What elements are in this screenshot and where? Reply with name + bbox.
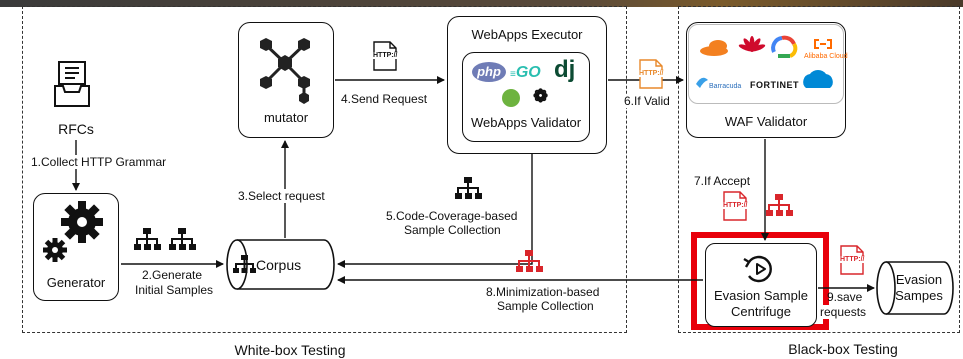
blackbox-label: Black-box Testing bbox=[788, 341, 898, 357]
evasion-label-2: Sampes bbox=[895, 288, 943, 303]
http-label-accept: HTTP:// bbox=[723, 202, 748, 209]
cloudflare-logo bbox=[700, 40, 728, 56]
http-label-save: HTTP:// bbox=[840, 256, 865, 263]
centrifuge-label-2: Centrifuge bbox=[731, 304, 791, 319]
huawei-logo bbox=[738, 36, 766, 52]
whitebox-label: White-box Testing bbox=[234, 342, 346, 358]
django-logo: dj bbox=[554, 56, 576, 83]
edge-ifaccept-label: 7.If Accept bbox=[694, 174, 751, 188]
edge-save-label-1: 9.save bbox=[827, 290, 863, 304]
centrifuge-label-1: Evasion Sample bbox=[714, 288, 808, 303]
go-logo: ≡GO bbox=[510, 64, 541, 81]
edge-send-label: 4.Send Request bbox=[341, 92, 428, 106]
sitemap-red-icon bbox=[516, 194, 793, 272]
rfcs-label: RFCs bbox=[58, 121, 94, 137]
php-logo: php bbox=[472, 62, 506, 82]
edge-min-label-2: Sample Collection bbox=[497, 299, 594, 313]
generator-label: Generator bbox=[46, 275, 106, 290]
mutator-network-icon bbox=[260, 38, 310, 104]
alibaba-logo bbox=[814, 39, 832, 49]
fortinet-logo-text: FORTINET bbox=[750, 80, 799, 90]
background-strip bbox=[0, 0, 963, 7]
barracuda-logo-text: Barracuda bbox=[709, 83, 742, 90]
webapps-validator-label: WebApps Validator bbox=[470, 115, 582, 130]
sitemap-icon bbox=[134, 177, 482, 273]
http-label-valid: HTTP:// bbox=[639, 70, 664, 77]
barracuda-logo bbox=[696, 77, 708, 88]
rfc-icon bbox=[54, 61, 90, 107]
edge-ifvalid-label: 6.If Valid bbox=[624, 94, 670, 108]
edge-coverage-label-2: Sample Collection bbox=[404, 223, 501, 237]
edge-coverage-label-1: 5.Code-Coverage-based bbox=[386, 209, 518, 223]
edge-generate-label-2: Initial Samples bbox=[135, 283, 214, 297]
alibaba-logo-text: Alibaba Cloud bbox=[804, 53, 848, 60]
gear-icon bbox=[43, 201, 103, 262]
webapps-executor-label: WebApps Executor bbox=[471, 27, 583, 42]
edge-collect-label: 1.Collect HTTP Grammar bbox=[31, 155, 167, 169]
edge-min-label-1: 8.Minimization-based bbox=[486, 285, 600, 299]
waf-logos bbox=[696, 35, 833, 88]
corpus-label: Corpus bbox=[256, 257, 302, 273]
edge-save-label-2: requests bbox=[820, 305, 867, 319]
evasion-cylinder bbox=[876, 261, 954, 315]
mutator-label: mutator bbox=[263, 110, 309, 125]
perl-logo: ❁ bbox=[533, 86, 549, 106]
centrifuge-icon bbox=[743, 255, 772, 283]
waf-validator-label: WAF Validator bbox=[724, 114, 808, 129]
edge-select-label: 3.Select request bbox=[238, 189, 325, 203]
waf-logo-panel bbox=[688, 24, 844, 104]
blackbox-region bbox=[678, 6, 960, 333]
whitebox-region bbox=[22, 6, 627, 333]
http-doc-icon bbox=[373, 41, 864, 275]
azure-logo bbox=[803, 70, 833, 88]
evasion-label-1: Evasion bbox=[895, 272, 943, 287]
http-label-send: HTTP:// bbox=[373, 52, 398, 59]
edge-generate-label-1: 2.Generate bbox=[142, 268, 203, 282]
spring-logo bbox=[502, 89, 520, 107]
centrifuge-highlight bbox=[691, 232, 829, 330]
google-cloud-logo bbox=[771, 35, 798, 58]
mutator-box bbox=[238, 22, 334, 138]
